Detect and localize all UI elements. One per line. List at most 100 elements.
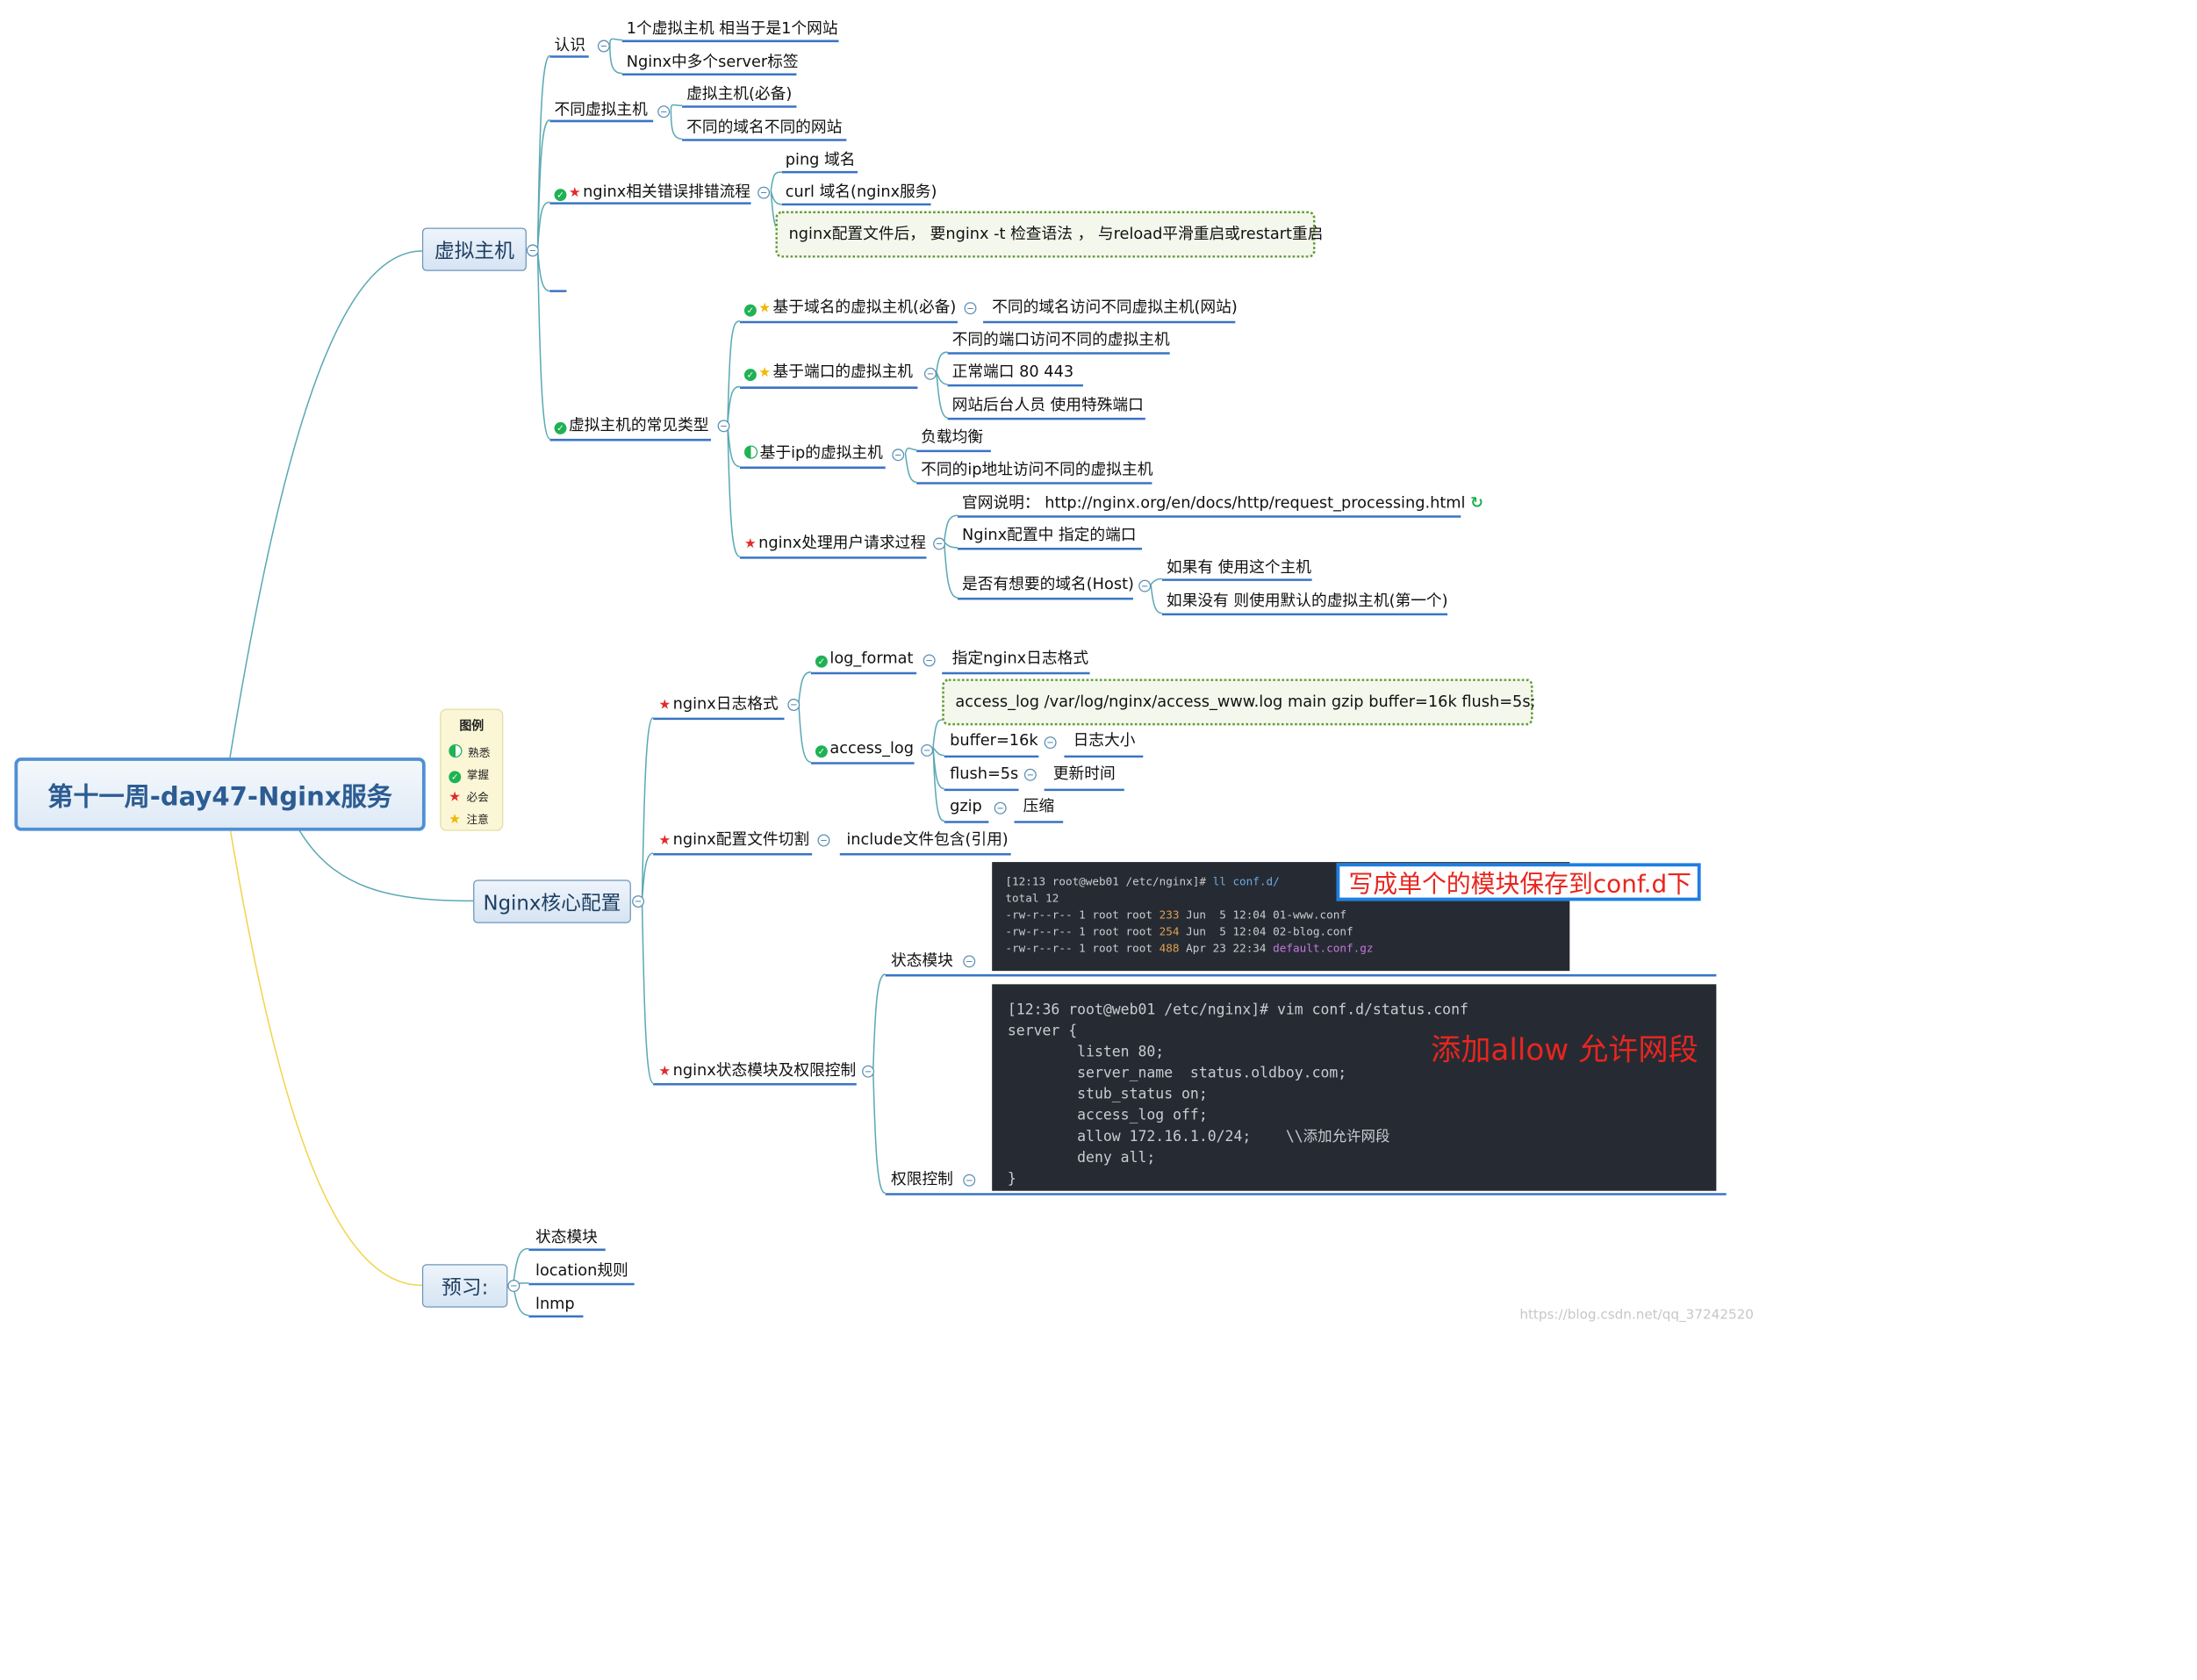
check-icon: ✓: [743, 304, 757, 317]
node-trouble-2[interactable]: curl 域名(nginx服务): [785, 183, 937, 202]
node-flush[interactable]: flush=5s: [950, 765, 1019, 784]
node-access-control[interactable]: 权限控制: [891, 1170, 953, 1189]
node-config-port[interactable]: Nginx配置中 指定的端口: [962, 526, 1137, 545]
node-log-format-child[interactable]: 指定nginx日志格式: [951, 650, 1089, 668]
node-official-doc[interactable]: 官网说明： http://nginx.org/en/docs/http/requ…: [962, 494, 1483, 513]
node-include[interactable]: include文件包含(引用): [846, 830, 1009, 849]
node-host-check[interactable]: 是否有想要的域名(Host): [962, 575, 1134, 593]
node-vhost-types[interactable]: ✓虚拟主机的常见类型: [554, 414, 708, 436]
node-status-module[interactable]: ★nginx状态模块及权限控制: [659, 1059, 857, 1081]
collapse-icon[interactable]: −: [1138, 579, 1152, 592]
node-preview-3[interactable]: lnmp: [535, 1295, 575, 1313]
terminal-line: [12:36 root@web01 /etc/nginx]# vim conf.…: [1007, 1002, 1468, 1019]
collapse-icon[interactable]: −: [1044, 736, 1057, 750]
node-renshi[interactable]: 认识: [554, 36, 585, 55]
legend-item-master: ✓ 掌握: [449, 765, 489, 784]
collapse-icon[interactable]: −: [597, 39, 610, 53]
collapse-icon[interactable]: −: [632, 895, 645, 908]
red-star-icon: ★: [658, 696, 671, 713]
callout-allow: 添加allow 允许网段: [1431, 1033, 1698, 1068]
note-access-log[interactable]: access_log /var/log/nginx/access_www.log…: [942, 678, 1536, 726]
red-star-icon: ★: [568, 184, 581, 200]
terminal-line: server {: [1007, 1023, 1078, 1040]
topic-virtual-host[interactable]: 虚拟主机: [421, 227, 527, 271]
node-host-no[interactable]: 如果没有 则使用默认的虚拟主机(第一个): [1166, 592, 1448, 610]
legend-item-attention: ★ 注意: [449, 810, 489, 827]
node-gzip-child[interactable]: 压缩: [1023, 797, 1055, 815]
note-nginx-reload[interactable]: nginx配置文件后， 要nginx -t 检查语法 ， 与reload平滑重启…: [775, 211, 1323, 258]
node-ip-2[interactable]: 不同的ip地址访问不同的虚拟主机: [921, 461, 1153, 479]
node-access-log[interactable]: ✓access_log: [815, 737, 914, 759]
check-icon: ✓: [815, 745, 828, 758]
terminal-line: -rw-r--r-- 1 root root 488 Apr 23 22:34 …: [1005, 943, 1374, 956]
collapse-icon[interactable]: −: [963, 1174, 976, 1187]
node-host-yes[interactable]: 如果有 使用这个主机: [1166, 558, 1311, 577]
half-circle-icon: [449, 743, 463, 758]
collapse-icon[interactable]: −: [892, 449, 905, 462]
collapse-icon[interactable]: −: [994, 801, 1007, 815]
yellow-star-icon: ★: [449, 810, 461, 827]
node-domain-child[interactable]: 不同的域名访问不同虚拟主机(网站): [992, 298, 1238, 317]
topic-preview[interactable]: 预习:: [421, 1264, 508, 1308]
collapse-icon[interactable]: −: [817, 834, 830, 847]
legend-item-must: ★ 必会: [449, 788, 489, 805]
collapse-icon[interactable]: −: [657, 105, 671, 118]
collapse-icon[interactable]: −: [526, 244, 539, 257]
collapse-icon[interactable]: −: [1023, 768, 1037, 781]
collapse-icon[interactable]: −: [507, 1279, 521, 1292]
node-ip-1[interactable]: 负载均衡: [921, 428, 984, 447]
node-trouble[interactable]: ✓★nginx相关错误排错流程: [554, 181, 750, 203]
node-config-split[interactable]: ★nginx配置文件切割: [659, 829, 810, 851]
check-icon: ✓: [449, 771, 462, 784]
node-ip-vhost[interactable]: 基于ip的虚拟主机: [743, 442, 883, 464]
terminal-line: -rw-r--r-- 1 root root 254 Jun 5 12:04 0…: [1005, 926, 1353, 939]
node-buffer[interactable]: buffer=16k: [950, 732, 1038, 750]
node-buffer-child[interactable]: 日志大小: [1073, 732, 1136, 750]
collapse-icon[interactable]: −: [862, 1065, 875, 1078]
node-diff-vhost[interactable]: 不同虚拟主机: [554, 101, 648, 119]
collapse-icon[interactable]: −: [964, 302, 977, 315]
red-star-icon: ★: [658, 831, 671, 848]
yellow-star-icon: ★: [758, 364, 772, 380]
node-trouble-1[interactable]: ping 域名: [785, 151, 856, 169]
node-port-3[interactable]: 网站后台人员 使用特殊端口: [951, 396, 1144, 415]
collapse-icon[interactable]: −: [757, 186, 771, 199]
terminal-line: allow 172.16.1.0/24; \\添加允许网段: [1007, 1128, 1390, 1145]
terminal-line: stub_status on;: [1007, 1086, 1208, 1103]
hyperlink-icon[interactable]: ↻: [1470, 494, 1483, 513]
collapse-icon[interactable]: −: [923, 367, 937, 380]
node-log-format[interactable]: ★nginx日志格式: [659, 693, 779, 715]
node-port-vhost[interactable]: ✓★基于端口的虚拟主机: [743, 361, 913, 383]
node-flush-child[interactable]: 更新时间: [1052, 765, 1116, 784]
node-request-process[interactable]: ★nginx处理用户请求过程: [744, 532, 926, 554]
node-port-1[interactable]: 不同的端口访问不同的虚拟主机: [951, 331, 1170, 349]
legend-item-familiar: 熟悉: [449, 743, 490, 760]
node-diff-2[interactable]: 不同的域名不同的网站: [686, 118, 843, 137]
node-gzip[interactable]: gzip: [950, 797, 982, 815]
topic-nginx-core[interactable]: Nginx核心配置: [473, 879, 631, 923]
collapse-icon[interactable]: −: [923, 654, 936, 667]
node-preview-1[interactable]: 状态模块: [535, 1228, 598, 1247]
node-log-format-directive[interactable]: ✓log_format: [815, 648, 913, 670]
collapse-icon[interactable]: −: [933, 537, 946, 550]
collapse-icon[interactable]: −: [963, 955, 976, 968]
legend-panel: 图例 熟悉 ✓ 掌握 ★ 必会 ★ 注意: [440, 708, 504, 831]
node-renshi-1[interactable]: 1个虚拟主机 相当于是1个网站: [626, 19, 838, 39]
root-topic[interactable]: 第十一周-day47-Nginx服务: [14, 757, 426, 831]
check-icon: ✓: [554, 189, 567, 202]
node-diff-1[interactable]: 虚拟主机(必备): [686, 85, 793, 104]
node-renshi-2[interactable]: Nginx中多个server标签: [626, 53, 799, 71]
node-status-sub[interactable]: 状态模块: [891, 951, 953, 970]
yellow-star-icon: ★: [758, 299, 772, 316]
node-preview-2[interactable]: location规则: [535, 1261, 628, 1280]
red-star-icon: ★: [658, 1063, 671, 1079]
terminal-line: }: [1007, 1170, 1016, 1188]
node-port-2[interactable]: 正常端口 80 443: [951, 363, 1074, 382]
terminal-screenshot-status-conf: [12:36 root@web01 /etc/nginx]# vim conf.…: [992, 984, 1717, 1191]
node-domain-vhost[interactable]: ✓★基于域名的虚拟主机(必备): [743, 297, 956, 319]
legend-title: 图例: [459, 718, 485, 734]
collapse-icon[interactable]: −: [921, 743, 934, 757]
collapse-icon[interactable]: −: [717, 420, 730, 433]
collapse-icon[interactable]: −: [787, 699, 801, 711]
